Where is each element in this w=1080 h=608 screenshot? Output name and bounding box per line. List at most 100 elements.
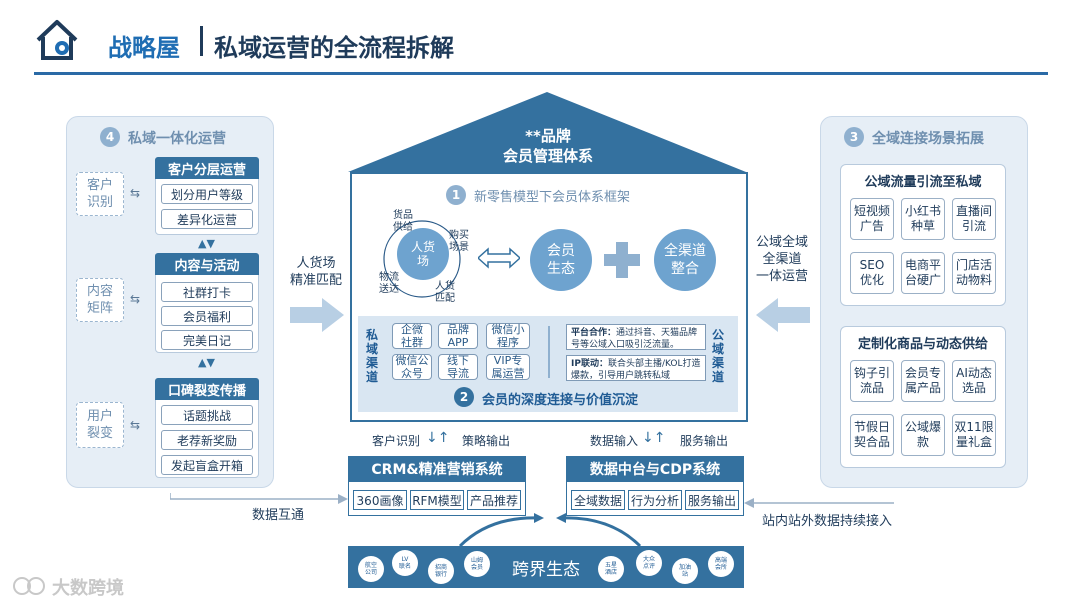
partner-circle: LV 联名 <box>392 550 418 576</box>
right-connector-line <box>744 494 894 508</box>
section-number-4: 4 <box>100 127 120 147</box>
home-gear-logo-icon <box>34 18 80 62</box>
title-separator <box>200 26 203 56</box>
watermark-text: 大数跨境 <box>52 578 124 599</box>
channel-tile: 短视频 广告 <box>850 198 894 240</box>
private-channel-tile: 微信公 众号 <box>392 354 432 380</box>
private-channel-tile: VIP专 属运营 <box>486 354 530 380</box>
left-panel-title: 私域一体化运营 <box>128 131 226 147</box>
private-channel-label: 私 域 渠 道 <box>365 328 378 384</box>
bidirectional-arrow-icon: ⇆ <box>130 418 141 432</box>
note-bold: IP联动： <box>571 359 608 369</box>
right-panel-title: 全域连接场景拓展 <box>872 131 984 147</box>
flow-label: 策略输出 <box>462 434 511 448</box>
partner-circle: 五星 酒店 <box>598 556 624 582</box>
flow-label: 数据输入 <box>590 434 639 448</box>
list-item: 会员福利 <box>161 306 253 326</box>
card-title: 内容与活动 <box>155 253 259 275</box>
watermark-logo-icon <box>12 574 48 602</box>
crm-pill: 产品推荐 <box>467 490 521 510</box>
list-item: 发起盲盒开箱 <box>161 455 253 475</box>
list-item: 老荐新奖励 <box>161 430 253 450</box>
label-public-omni: 公域全域 全渠道 一体运营 <box>755 234 808 284</box>
section-number-2: 2 <box>454 387 474 407</box>
label-user-fission: 用户 裂变 <box>76 402 124 448</box>
card-title: 定制化商品与动态供给 <box>857 336 988 352</box>
page-title-sub: 私域运营的全流程拆解 <box>214 34 454 62</box>
public-channel-label: 公 域 渠 道 <box>711 328 724 384</box>
divider <box>548 326 550 378</box>
channel-tile: 门店活 动物料 <box>952 252 996 294</box>
header-divider <box>34 72 1048 75</box>
ecosystem-title: 跨界生态 <box>512 559 580 580</box>
partner-circle: 山姆 会员 <box>464 551 490 577</box>
private-channel-tile: 企微 社群 <box>392 323 432 349</box>
cycle-label: 购买 场景 <box>449 230 469 253</box>
list-item: 划分用户等级 <box>161 184 253 204</box>
crm-pill: 360画像 <box>353 490 407 510</box>
cdp-pill: 行为分析 <box>628 490 682 510</box>
up-down-arrow-icon: ▲▼ <box>198 356 215 369</box>
flow-label: 服务输出 <box>680 434 729 448</box>
private-channel-tile: 线下 导流 <box>438 354 478 380</box>
note-bold: 平台合作： <box>571 328 617 338</box>
down-up-arrow-icon: ↓↑ <box>426 430 450 446</box>
section-number-3: 3 <box>844 127 864 147</box>
circle-member-ecosystem: 会员 生态 <box>530 229 592 291</box>
card-title: 口碑裂变传播 <box>155 378 259 400</box>
section-number-1: 1 <box>446 185 466 205</box>
cdp-pill: 全域数据 <box>571 490 625 510</box>
partner-circle: 招商 银行 <box>428 558 454 584</box>
cycle-label: 货品 供给 <box>393 210 413 233</box>
up-down-arrow-icon: ▲▼ <box>198 237 215 250</box>
ip-linkage-note: IP联动：联合头部主播/KOL打造爆款，引导用户跳转私域 <box>566 355 706 381</box>
channel-tile: SEO 优化 <box>850 252 894 294</box>
flow-label: 客户识别 <box>372 434 421 448</box>
label-people-goods-match: 人货场 精准匹配 <box>289 256 342 288</box>
list-item: 差异化运营 <box>161 209 253 229</box>
page-title-main: 战略屋 <box>108 34 180 62</box>
channel-tile: 直播间 引流 <box>952 198 996 240</box>
product-tile: 会员专 属产品 <box>901 360 945 402</box>
curved-arrows <box>430 512 670 548</box>
platform-cooperation-note: 平台合作：通过抖音、天猫品牌号等公域入口吸引泛流量。 <box>566 324 706 350</box>
right-arrow-icon <box>290 298 344 336</box>
crm-pill: RFM模型 <box>410 490 464 510</box>
circle-omnichannel: 全渠道 整合 <box>654 229 716 291</box>
label-customer-id: 客户 识别 <box>76 172 124 216</box>
list-item: 话题挑战 <box>161 405 253 425</box>
product-tile: 双11限 量礼盒 <box>952 414 996 456</box>
product-tile: 节假日 契合品 <box>850 414 894 456</box>
circle-people-goods-scene: 人货 场 <box>397 228 449 280</box>
private-channel-tile: 微信小 程序 <box>486 323 530 349</box>
private-channel-tile: 品牌 APP <box>438 323 478 349</box>
card-title: 公域流量引流至私域 <box>864 174 982 190</box>
cdp-pill: 服务输出 <box>685 490 739 510</box>
label-content-matrix: 内容 矩阵 <box>76 278 124 322</box>
channel-tile: 电商平 台硬广 <box>901 252 945 294</box>
left-connector-line <box>169 490 348 504</box>
plus-icon <box>604 242 640 282</box>
cycle-label: 人货 匹配 <box>435 281 455 304</box>
note-text: 通过抖音、天猫品牌号等公域入口吸引泛流量。 <box>571 328 698 350</box>
section1-title: 新零售模型下会员体系框架 <box>474 190 631 205</box>
product-tile: 公域爆 款 <box>901 414 945 456</box>
crm-title: CRM&精准营销系统 <box>348 456 526 482</box>
double-arrow-icon <box>476 247 522 273</box>
data-interop-label: 数据互通 <box>252 508 305 523</box>
product-tile: AI动态 选品 <box>952 360 996 402</box>
note-text: 联合头部主播/KOL打造爆款，引导用户跳转私域 <box>571 359 701 381</box>
down-up-arrow-icon: ↓↑ <box>642 430 666 446</box>
roof-title: **品牌 会员管理体系 <box>502 127 593 165</box>
cycle-label: 物流 送达 <box>379 272 399 295</box>
partner-circle: 高端 会所 <box>708 551 734 577</box>
list-item: 社群打卡 <box>161 282 253 302</box>
section2-title: 会员的深度连接与价值沉淀 <box>482 393 639 408</box>
cycle-ring <box>372 214 472 308</box>
left-arrow-icon <box>756 298 810 336</box>
channel-tile: 小红书 种草 <box>901 198 945 240</box>
house-roof <box>348 92 746 176</box>
partner-circle: 航空 公司 <box>358 556 384 582</box>
cdp-title: 数据中台与CDP系统 <box>566 456 744 482</box>
continuous-data-label: 站内站外数据持续接入 <box>762 514 893 529</box>
